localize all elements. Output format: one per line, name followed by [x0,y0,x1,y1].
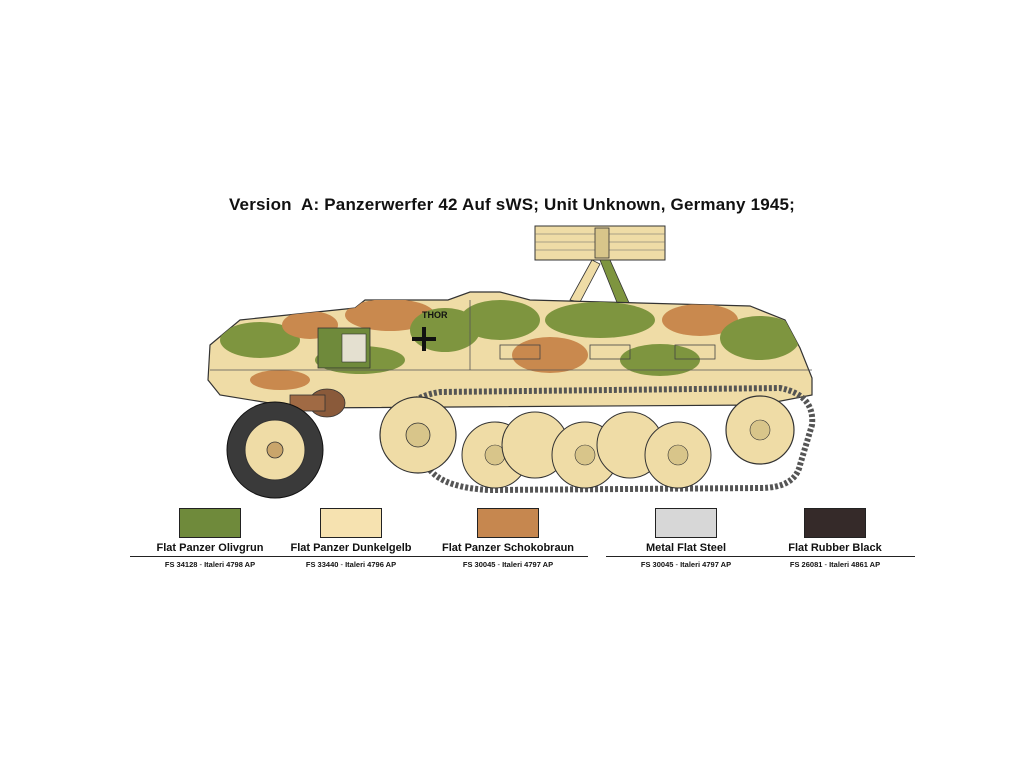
vehicle-name-marking: THOR [422,310,448,320]
swatch-code: FS 26081 - Italeri 4861 AP [789,560,881,569]
front-wheel [226,401,324,499]
italeri-code: Italeri 4797 AP [680,560,732,569]
italeri-code: Italeri 4796 AP [345,560,397,569]
swatch-name: Flat Panzer Dunkelgelb [271,542,431,557]
fs-code: FS 30045 [640,560,674,569]
swatch-chip [179,508,241,538]
road-wheels [379,395,795,489]
swatch-dunkelgelb: Flat Panzer Dunkelgelb FS 33440 - Italer… [271,508,431,569]
version-letter: A [300,195,314,214]
balkenkreuz-marking [412,327,436,351]
swatch-code: FS 34128 - Italeri 4798 AP [164,560,256,569]
swatch-name: Flat Rubber Black [755,542,915,557]
version-title: Version A: Panzerwerfer 42 Auf sWS; Unit… [228,195,796,214]
fs-code: FS 30045 [462,560,496,569]
swatch-name: Flat Panzer Schokobraun [428,542,588,557]
hull [207,291,813,409]
version-description: Panzerwerfer 42 Auf sWS; Unit Unknown, G… [324,195,796,214]
vehicle-illustration: THOR [207,225,816,499]
swatch-chip [804,508,866,538]
muffler [289,388,346,418]
rocket-launcher [534,225,666,306]
swatch-schokobraun: Flat Panzer Schokobraun FS 30045 - Itale… [428,508,588,569]
italeri-code: Italeri 4861 AP [829,560,881,569]
italeri-code: Italeri 4797 AP [502,560,554,569]
swatch-name: Metal Flat Steel [606,542,766,557]
swatch-code: FS 30045 - Italeri 4797 AP [462,560,554,569]
swatch-name: Flat Panzer Olivgrun [130,542,290,557]
swatch-chip [655,508,717,538]
fs-code: FS 26081 [789,560,823,569]
italeri-code: Italeri 4798 AP [204,560,256,569]
swatch-flat-steel: Metal Flat Steel FS 30045 - Italeri 4797… [606,508,766,569]
swatch-code: FS 33440 - Italeri 4796 AP [305,560,397,569]
swatch-code: FS 30045 - Italeri 4797 AP [640,560,732,569]
swatch-rubber-black: Flat Rubber Black FS 26081 - Italeri 486… [755,508,915,569]
swatch-olivgrun: Flat Panzer Olivgrun FS 34128 - Italeri … [130,508,290,569]
swatch-chip [477,508,539,538]
fs-code: FS 33440 [305,560,339,569]
swatch-chip [320,508,382,538]
fs-code: FS 34128 [164,560,198,569]
version-prefix: Version [228,195,292,214]
